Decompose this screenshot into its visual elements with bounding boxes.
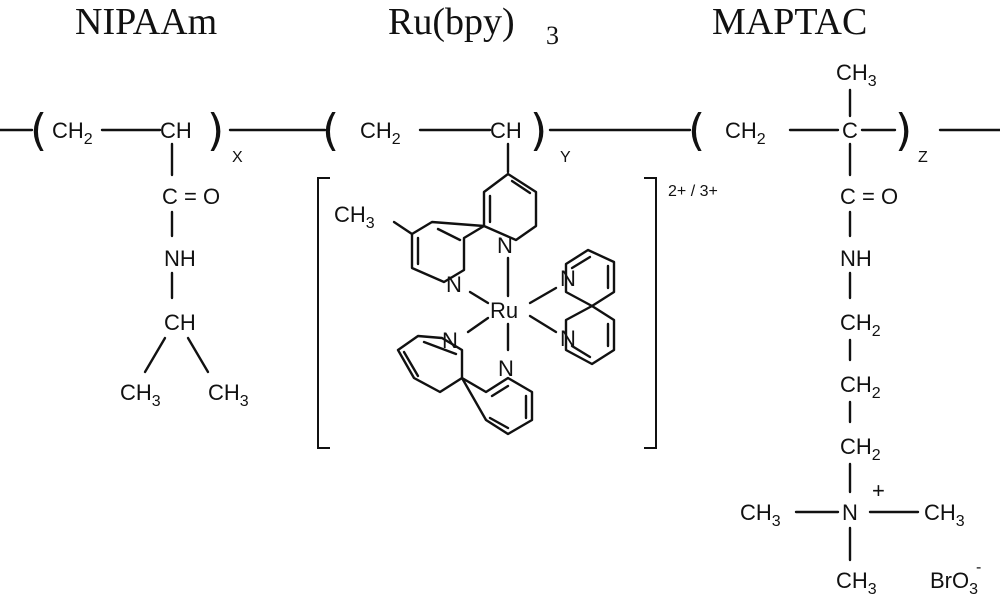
n-atom-methyl-ring: N bbox=[446, 272, 462, 297]
bromate-counterion: BrO3 bbox=[930, 568, 978, 598]
maptac-ch2-3: CH2 bbox=[840, 434, 881, 464]
nipaam-unit: ( CH2 CH ) X C = O NH CH CH3 CH3 bbox=[30, 105, 249, 410]
maptac-n-methyl-right: CH3 bbox=[924, 500, 965, 530]
bipyridine-bottom bbox=[396, 334, 534, 436]
maptac-alpha-methyl: CH3 bbox=[836, 60, 877, 90]
nipaam-subscript-x: X bbox=[232, 149, 243, 166]
nipaam-carbonyl: C = O bbox=[162, 184, 220, 209]
monomer-name-nipaam: NIPAAm bbox=[75, 1, 217, 43]
pyridine-ring-top bbox=[482, 172, 538, 242]
n-atom-bottom-right: N bbox=[498, 356, 514, 381]
bipyridine-right bbox=[564, 248, 616, 366]
maptac-ammonium-n: N bbox=[842, 500, 858, 525]
pyridine-ring-methyl bbox=[410, 220, 486, 284]
maptac-subscript-z: Z bbox=[918, 149, 928, 166]
maptac-nh: NH bbox=[840, 246, 872, 271]
n-atom-top: N bbox=[497, 233, 513, 258]
nipaam-isopropyl-ch: CH bbox=[164, 310, 196, 335]
maptac-carbonyl: C = O bbox=[840, 184, 898, 209]
complex-methyl: CH3 bbox=[334, 202, 375, 232]
ru-open-paren: ( bbox=[322, 105, 339, 156]
n-atom-bottom-left: N bbox=[442, 328, 458, 353]
ru-bpy-unit: ( CH2 CH ) Y 2+ / 3+ N CH3 N Ru bbox=[317, 105, 718, 449]
monomer-name-maptac: MAPTAC bbox=[712, 1, 867, 43]
bromate-charge: - bbox=[976, 559, 981, 576]
complex-bracket-left bbox=[317, 177, 330, 449]
maptac-n-methyl-bottom: CH3 bbox=[836, 568, 877, 598]
complex-bracket-right bbox=[644, 177, 657, 449]
nipaam-nh: NH bbox=[164, 246, 196, 271]
ru-subscript-y: Y bbox=[560, 149, 571, 166]
maptac-unit: ( CH2 C ) Z CH3 C = O NH CH2 CH2 CH2 N +… bbox=[688, 60, 981, 598]
maptac-plus-charge: + bbox=[872, 478, 885, 503]
ru-close-paren: ) bbox=[530, 105, 547, 156]
maptac-close-paren: ) bbox=[895, 105, 912, 156]
nipaam-ch: CH bbox=[160, 118, 192, 143]
monomer-name-ru-bpy-main: Ru(bpy) bbox=[388, 1, 515, 43]
maptac-n-methyl-left: CH3 bbox=[740, 500, 781, 530]
monomer-name-ru-bpy: Ru(bpy) 3 bbox=[388, 1, 559, 50]
maptac-quaternary-c: C bbox=[842, 118, 858, 143]
complex-charge: 2+ / 3+ bbox=[668, 183, 718, 200]
n-atom-right-upper: N bbox=[560, 266, 576, 291]
maptac-open-paren: ( bbox=[688, 105, 705, 156]
maptac-ch2-1: CH2 bbox=[840, 310, 881, 340]
ru-backbone-ch2: CH2 bbox=[360, 118, 401, 148]
nipaam-methyl-right: CH3 bbox=[208, 380, 249, 410]
nipaam-ch2: CH2 bbox=[52, 118, 93, 148]
nipaam-methyl-left: CH3 bbox=[120, 380, 161, 410]
ru-backbone-ch: CH bbox=[490, 118, 522, 143]
monomer-name-ru-bpy-subscript: 3 bbox=[546, 21, 559, 50]
nipaam-close-paren: ) bbox=[207, 105, 224, 156]
ru-metal-center: Ru bbox=[490, 298, 518, 323]
maptac-ch2: CH2 bbox=[725, 118, 766, 148]
maptac-ch2-2: CH2 bbox=[840, 372, 881, 402]
n-atom-right-lower: N bbox=[560, 326, 576, 351]
nipaam-open-paren: ( bbox=[30, 105, 47, 156]
